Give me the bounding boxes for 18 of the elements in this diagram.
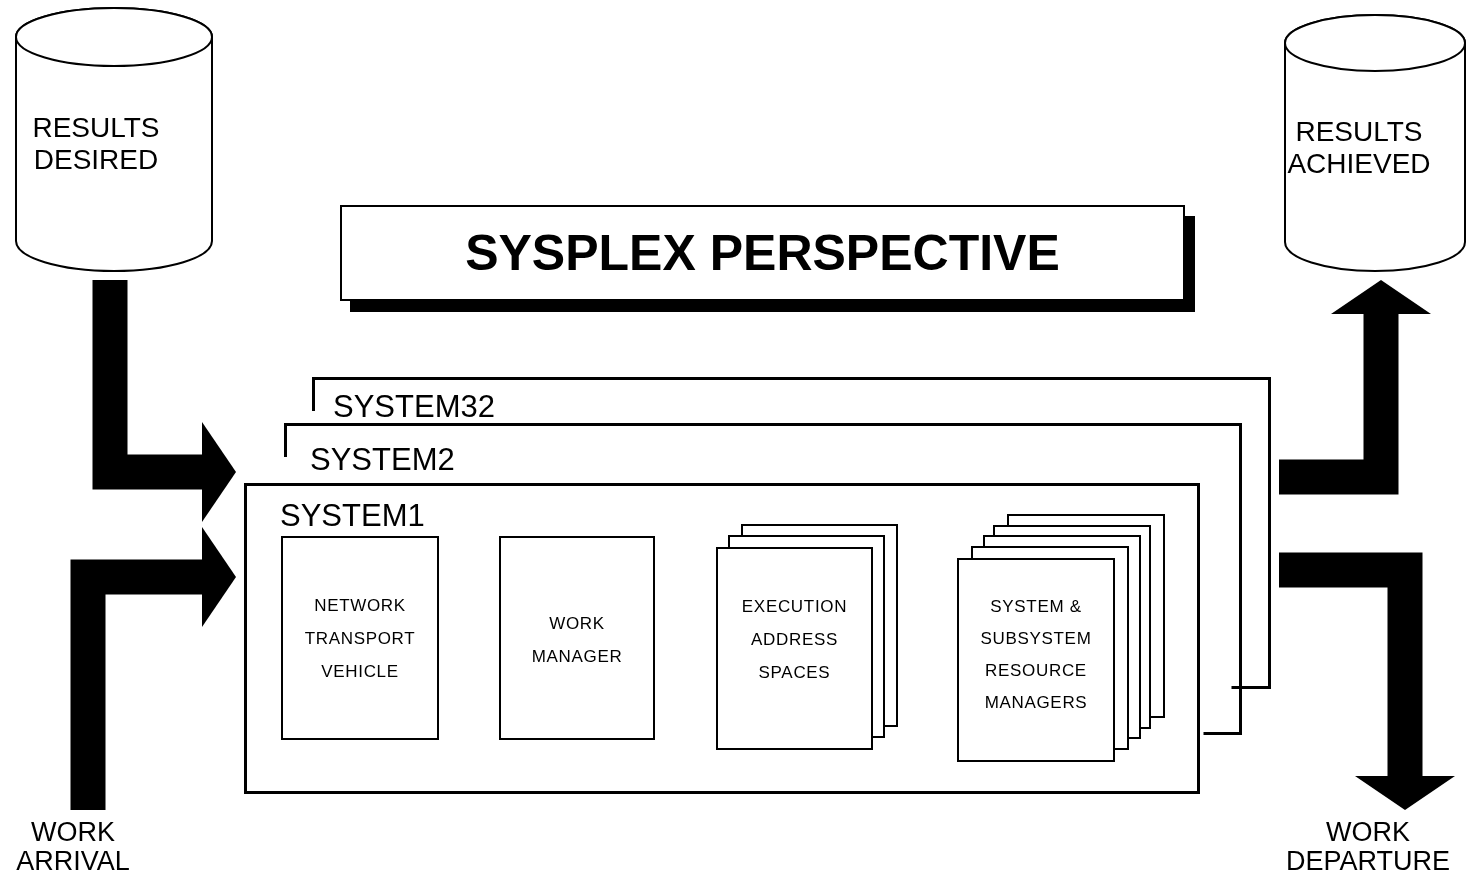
box-label: EXECUTION ADDRESS SPACES xyxy=(740,596,849,684)
component-box xyxy=(281,536,439,740)
box-label: WORK MANAGER xyxy=(530,613,624,668)
flow-arrow xyxy=(92,280,236,522)
box-label: SYSTEM & SUBSYSTEM RESOURCE MANAGERS xyxy=(979,596,1093,714)
flow-arrow xyxy=(1279,280,1431,495)
title-banner: SYSPLEX PERSPECTIVE xyxy=(340,205,1185,301)
cylinder-label: RESULTS DESIRED xyxy=(31,112,161,176)
system-label: SYSTEM32 xyxy=(333,391,495,422)
flow-arrow xyxy=(1279,552,1455,810)
flow-label: WORK ARRIVAL xyxy=(13,818,133,876)
flow-arrow xyxy=(70,527,236,810)
flow-label: WORK DEPARTURE xyxy=(1278,818,1458,876)
system-label: SYSTEM2 xyxy=(310,444,455,475)
cylinder-label: RESULTS ACHIEVED xyxy=(1286,116,1432,180)
component-box xyxy=(499,536,655,740)
box-label: NETWORK TRANSPORT VEHICLE xyxy=(303,595,417,683)
system-label: SYSTEM1 xyxy=(280,500,425,531)
